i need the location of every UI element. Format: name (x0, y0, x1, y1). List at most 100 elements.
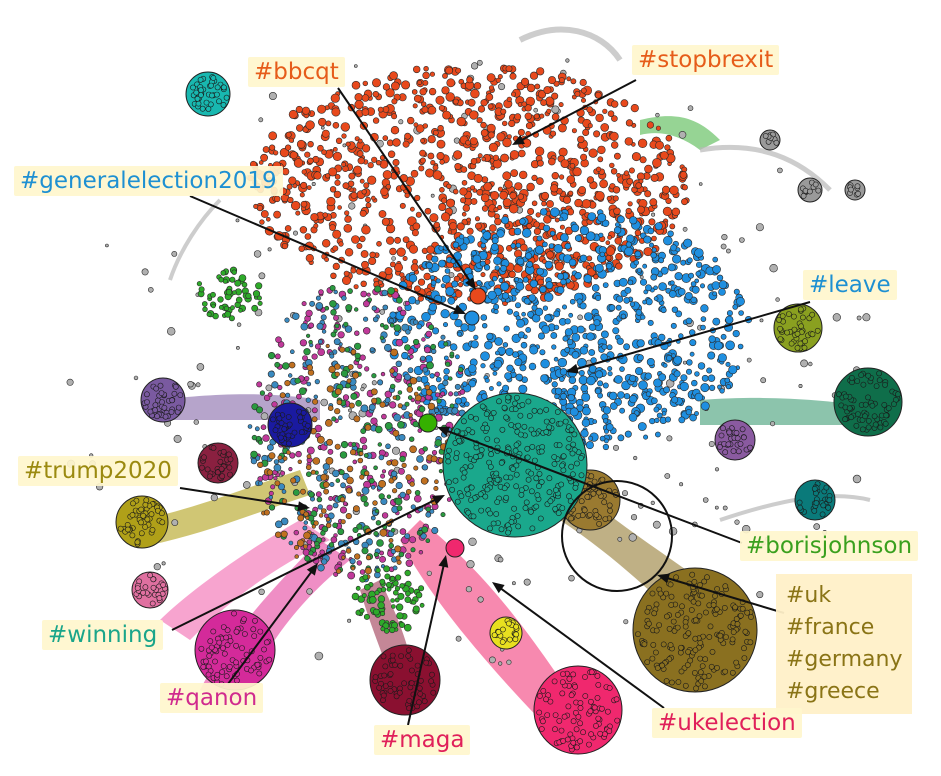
node (554, 409, 561, 415)
node (301, 301, 307, 307)
node (515, 242, 521, 249)
node (205, 671, 212, 678)
edge-bundle-olive (140, 470, 310, 545)
node (428, 303, 438, 312)
node (707, 351, 716, 360)
node (729, 669, 736, 676)
node (310, 469, 316, 475)
node (786, 311, 792, 317)
node (691, 379, 698, 387)
node (428, 324, 434, 330)
node (568, 692, 575, 699)
node (336, 399, 343, 406)
node (223, 673, 230, 680)
node (494, 265, 500, 271)
node (346, 476, 354, 485)
node (537, 278, 545, 286)
node (725, 361, 731, 367)
node (518, 431, 524, 438)
node (478, 507, 485, 514)
node (305, 254, 314, 263)
node (515, 373, 523, 381)
node (599, 179, 608, 189)
node (217, 296, 224, 303)
node (647, 319, 654, 326)
node (392, 429, 400, 437)
node (593, 512, 600, 518)
node (389, 311, 397, 319)
node (800, 359, 808, 368)
node (586, 106, 594, 113)
node (329, 353, 335, 359)
node (325, 343, 330, 349)
label-winning-text: #winning (48, 622, 158, 648)
node (560, 392, 567, 400)
node (593, 723, 599, 729)
node (649, 198, 658, 207)
node (637, 422, 647, 431)
node (480, 314, 488, 321)
node (494, 499, 501, 505)
node (685, 368, 692, 375)
node (692, 635, 699, 642)
node (381, 217, 391, 226)
node (670, 618, 677, 625)
node (516, 318, 525, 328)
node (268, 495, 273, 500)
node (551, 113, 560, 121)
node (679, 381, 689, 392)
node (328, 495, 334, 501)
node (657, 590, 664, 597)
node (292, 230, 298, 236)
node (440, 391, 446, 397)
node (473, 334, 479, 341)
node (365, 202, 372, 209)
node (367, 175, 377, 185)
node (412, 605, 420, 613)
node (274, 195, 281, 203)
node (500, 108, 507, 115)
node (671, 306, 679, 313)
node (299, 339, 308, 347)
node (493, 511, 500, 517)
label-ukelection-text: #ukelection (658, 710, 796, 736)
node (560, 233, 569, 242)
node (543, 406, 550, 413)
node (717, 632, 724, 639)
node (712, 593, 718, 599)
node (550, 130, 557, 137)
node (148, 286, 154, 293)
node (446, 447, 452, 454)
node (368, 596, 377, 604)
node (227, 456, 234, 463)
node-maga (445, 538, 465, 558)
node (311, 416, 318, 423)
node (694, 371, 700, 377)
node (239, 645, 245, 651)
node (686, 257, 693, 264)
node (561, 304, 567, 310)
node (440, 283, 446, 289)
node (218, 304, 224, 310)
node (651, 397, 658, 405)
node (331, 416, 337, 422)
node (387, 150, 396, 158)
node (389, 322, 395, 328)
node (515, 422, 522, 429)
label-generalelection2019-text: #generalelection2019 (20, 168, 277, 194)
node (413, 391, 419, 397)
node (198, 286, 205, 293)
node (448, 272, 455, 278)
node (566, 493, 572, 500)
node (479, 260, 486, 267)
node (411, 89, 418, 95)
node (560, 453, 567, 460)
node (664, 416, 671, 423)
node (419, 149, 426, 157)
node (354, 352, 361, 359)
node (374, 285, 382, 293)
node (481, 176, 489, 183)
node (322, 239, 331, 248)
node (304, 233, 312, 240)
node (306, 185, 312, 190)
